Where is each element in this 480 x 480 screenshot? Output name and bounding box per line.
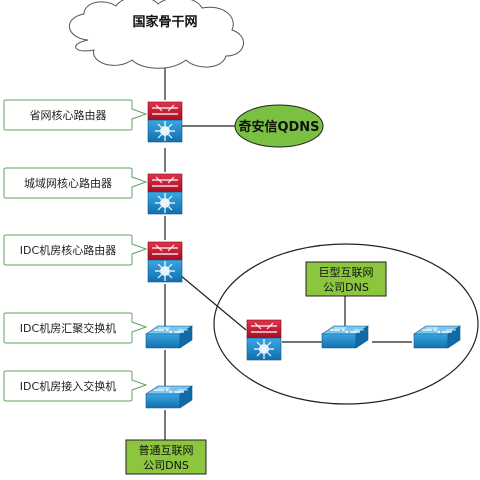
metro-router-icon [147, 173, 183, 215]
qdns-label: 奇安信QDNS [238, 119, 319, 135]
idc-access-switch-icon [145, 385, 193, 409]
giant-dns-line2: 公司DNS [323, 281, 369, 294]
backbone-cloud: 国家骨干网 [68, 0, 244, 69]
callout-metro-router-label: 城域网核心路由器 [24, 176, 112, 190]
callout-idc-aggregation-label: IDC机房汇聚交换机 [20, 321, 116, 335]
callout-idc-router-label: IDC机房核心路由器 [20, 243, 116, 257]
cloud-label: 国家骨干网 [132, 14, 197, 30]
giant-dns-box: 巨型互联网 公司DNS [305, 261, 387, 297]
giant-cluster-ellipse [213, 243, 479, 405]
callout-province-router: 省网核心路由器 [3, 99, 148, 131]
callout-idc-access: IDC机房接入交换机 [3, 370, 148, 402]
idc-aggregation-switch-icon [145, 325, 193, 349]
giant-dns-line1: 巨型互联网 [319, 265, 374, 279]
callout-metro-router: 城域网核心路由器 [3, 167, 148, 199]
normal-dns-box: 普通互联网 公司DNS [125, 439, 207, 475]
giant-switch-1-icon [321, 325, 369, 349]
links [164, 62, 412, 440]
callouts: 省网核心路由器 城域网核心路由器 IDC机房核心路由器 IDC机房汇聚交换机 I… [3, 99, 148, 402]
qdns-node: 奇安信QDNS [234, 104, 324, 148]
callout-idc-router: IDC机房核心路由器 [3, 234, 148, 266]
callout-idc-access-label: IDC机房接入交换机 [20, 379, 116, 393]
callout-idc-aggregation: IDC机房汇聚交换机 [3, 312, 148, 344]
province-router-icon [147, 101, 183, 143]
idc-router-icon [147, 241, 183, 283]
giant-switch-2-icon [413, 325, 461, 349]
normal-dns-line1: 普通互联网 [139, 443, 194, 457]
normal-dns-line2: 公司DNS [143, 459, 189, 472]
link-idc-cluster-router [179, 274, 247, 331]
callout-province-router-label: 省网核心路由器 [30, 108, 107, 122]
giant-router-icon [246, 319, 282, 361]
